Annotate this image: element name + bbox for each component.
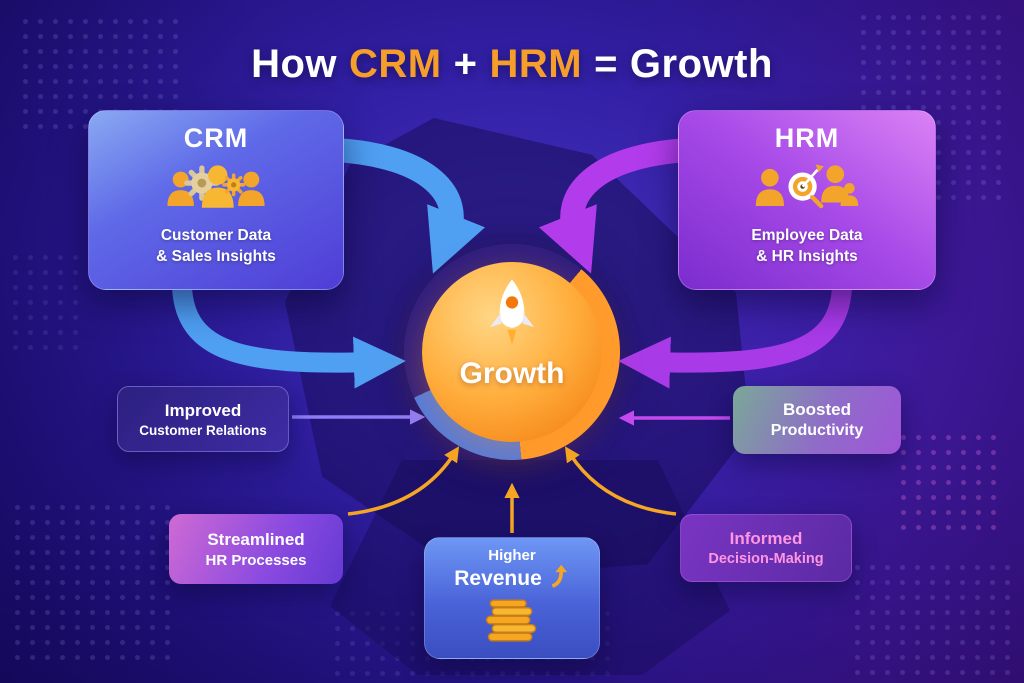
dot-pattern-bottom-right: [850, 560, 1010, 675]
benefit-higher-revenue: Higher Revenue: [424, 537, 600, 659]
benefit-improved-line2: Customer Relations: [139, 422, 267, 438]
benefit-revenue-line2: Revenue: [454, 567, 542, 590]
crm-card-title: CRM: [183, 123, 249, 153]
hrm-card-text-line2: & HR Insights: [756, 247, 858, 265]
benefit-informed-line2: Decision-Making: [708, 551, 824, 567]
hrm-card-text-line1: Employee Data: [751, 227, 863, 244]
benefit-revenue-line1: Higher: [488, 547, 536, 564]
dot-pattern-right-pink: [896, 430, 1006, 530]
crm-card: CRM: [88, 110, 344, 290]
growth-circle: Growth: [422, 262, 602, 442]
title-crm: CRM: [349, 42, 442, 86]
coins-icon: [479, 598, 545, 647]
hrm-card: HRM Employee Data & HR Insights: [678, 110, 936, 290]
title-how: How: [251, 42, 338, 86]
title-growth: Growth: [629, 42, 773, 86]
crm-card-text-line1: Customer Data: [160, 227, 272, 244]
hrm-card-title: HRM: [774, 123, 840, 153]
benefit-streamlined-line1: Streamlined: [207, 529, 305, 549]
benefit-boosted-line1: Boosted: [783, 400, 851, 419]
up-arrow-icon: [548, 564, 570, 594]
people-target-icon: [754, 156, 860, 226]
benefit-boosted-line2: Productivity: [770, 422, 864, 439]
benefit-improved-line1: Improved: [164, 400, 242, 420]
dot-pattern-left: [8, 250, 78, 360]
people-gears-icon: [163, 156, 269, 226]
benefit-streamlined-line2: HR Processes: [205, 551, 307, 569]
benefit-informed-line1: Informed: [729, 529, 803, 548]
growth-label: Growth: [459, 357, 565, 390]
benefit-improved-customer-relations: Improved Customer Relations: [117, 386, 289, 452]
rocket-icon: [485, 276, 539, 355]
dot-pattern-bottom-left: [10, 500, 180, 670]
title-plus: +: [453, 42, 478, 86]
benefit-streamlined-hr-processes: Streamlined HR Processes: [169, 514, 343, 584]
title-equals: =: [594, 42, 618, 86]
crm-card-text-line2: & Sales Insights: [156, 247, 276, 265]
page-title: How CRM + HRM = Growth: [0, 42, 1024, 87]
title-hrm: HRM: [489, 42, 583, 86]
benefit-informed-decision-making: Informed Decision-Making: [680, 514, 852, 582]
benefit-boosted-productivity: Boosted Productivity: [733, 386, 901, 454]
